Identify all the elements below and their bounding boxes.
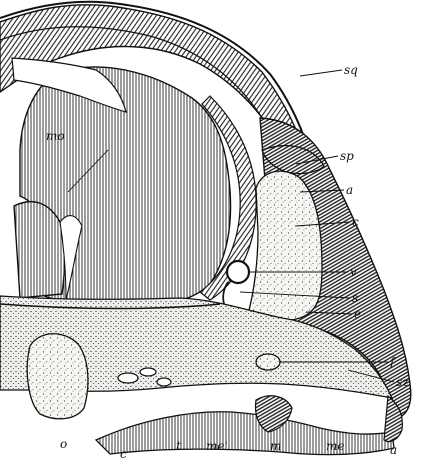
label-sz: sz xyxy=(396,375,409,389)
nodule xyxy=(256,354,280,370)
label-e: e xyxy=(354,307,361,321)
canal-3 xyxy=(157,378,171,386)
canal-2 xyxy=(140,368,156,376)
label-t: t xyxy=(176,439,181,453)
label-me: me xyxy=(326,439,344,453)
label-sq: sq xyxy=(344,63,358,77)
canal-1 xyxy=(118,373,138,383)
vessel-ring xyxy=(227,261,249,283)
label-sp: sp xyxy=(340,149,354,163)
label-o: o xyxy=(60,437,67,451)
label-me-prime: me' xyxy=(206,439,228,453)
label-c-right: c xyxy=(352,215,359,229)
label-s: s xyxy=(352,291,358,305)
label-mo: mo xyxy=(46,129,65,143)
stippled-chamber xyxy=(248,171,322,321)
label-m: m xyxy=(270,439,281,453)
label-c-bottom: c xyxy=(120,447,127,461)
label-a-upper: a xyxy=(346,183,353,197)
left-ovoid xyxy=(27,334,88,419)
label-a-bottom: a xyxy=(390,443,397,457)
label-v: v xyxy=(350,265,357,279)
